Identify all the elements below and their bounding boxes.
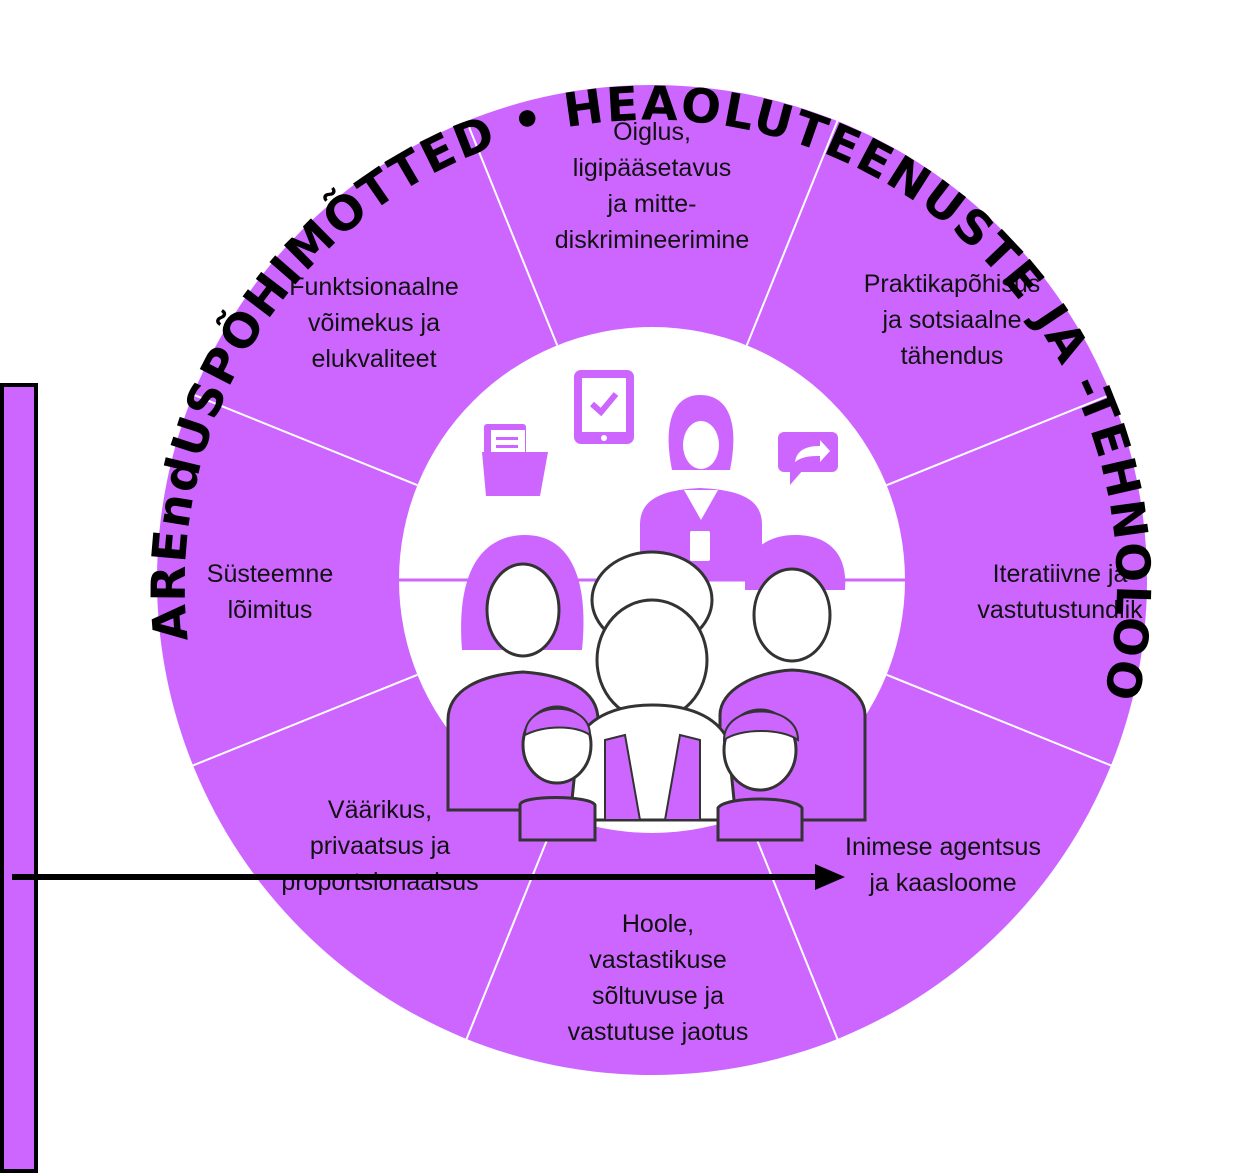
divider-line-4	[745, 814, 839, 1040]
pointer-arrow	[12, 864, 845, 890]
divider-line-1	[745, 120, 839, 346]
segment-labels: Õiglus, ligipääsetavus ja mitte-diskrimine…	[207, 117, 1143, 1046]
segment-label-line: Hoole,	[622, 910, 694, 938]
center-illustration	[399, 370, 905, 842]
segment-label-line: privaatsus ja	[310, 832, 450, 860]
segment-label-line: ja sotsiaalne	[882, 306, 1022, 334]
segment-label-line: Inimese agentsus	[845, 833, 1041, 861]
segment-label-line: lõimitus	[228, 596, 313, 624]
divider-line-3	[886, 673, 1112, 767]
divider-line-6	[192, 673, 418, 767]
segment-label-line: sõltuvuse ja	[592, 982, 724, 1010]
divider-line-7	[192, 393, 418, 487]
divider-line-0	[465, 120, 559, 346]
segment-label-line: Iteratiivne ja	[993, 560, 1128, 588]
segment-label-hoole: Hoole, vastastikuse sõltuvuse ja vastutuse …	[568, 910, 749, 1046]
segment-label-systeemne: Süsteemne lõimitus	[207, 560, 333, 624]
tablet-checkmark-icon	[574, 370, 634, 444]
folder-document-icon	[482, 424, 548, 496]
segment-label-line: võimekus ja	[308, 309, 440, 337]
segment-label-agentsus: Inimese agentsus ja kaasloome	[845, 833, 1041, 897]
segment-label-line: vastastikuse	[589, 946, 727, 974]
segment-label-line: Süsteemne	[207, 560, 333, 588]
ring-band	[72, 0, 1232, 1160]
segment-label-line: vastutuse jaotus	[568, 1018, 749, 1046]
segment-label-line: Väärikus,	[328, 796, 432, 824]
segment-label-line: diskrimineerimine	[555, 226, 750, 254]
segment-label-line: Funktsionaalne	[289, 273, 459, 301]
segment-label-line: ja kaasloome	[868, 869, 1016, 897]
left-side-panel	[0, 383, 38, 1173]
divider-line-2	[886, 393, 1112, 487]
family-group-icon	[446, 535, 867, 842]
segment-label-line: vastutustundlik	[977, 596, 1143, 624]
segment-label-iteratiivne: Iteratiivne ja vastutustundlik	[977, 560, 1143, 624]
segment-label-oiglus: Õiglus, ligipääsetavus ja mitte-diskrimine…	[555, 117, 750, 254]
segment-label-praktika: Praktikapõhisus ja sotsiaalne tähendus	[864, 270, 1040, 370]
divider-line-5	[465, 814, 559, 1040]
segment-label-line: elukvaliteet	[311, 345, 436, 373]
segment-dividers	[192, 120, 1112, 1040]
segment-label-line: Õiglus,	[613, 117, 691, 146]
segment-label-line: Praktikapõhisus	[864, 270, 1040, 298]
segment-label-line: ja mitte-	[607, 190, 697, 218]
segment-label-vaarikus: Väärikus, privaatsus ja proportsionaalsus	[281, 796, 478, 896]
segment-label-line: proportsionaalsus	[281, 868, 478, 896]
share-arrow-icon	[778, 432, 838, 485]
segment-label-line: tähendus	[901, 342, 1004, 370]
segment-label-funktsionaalne: Funktsionaalne võimekus ja elukvaliteet	[289, 273, 459, 373]
segment-label-line: ligipääsetavus	[573, 154, 731, 182]
